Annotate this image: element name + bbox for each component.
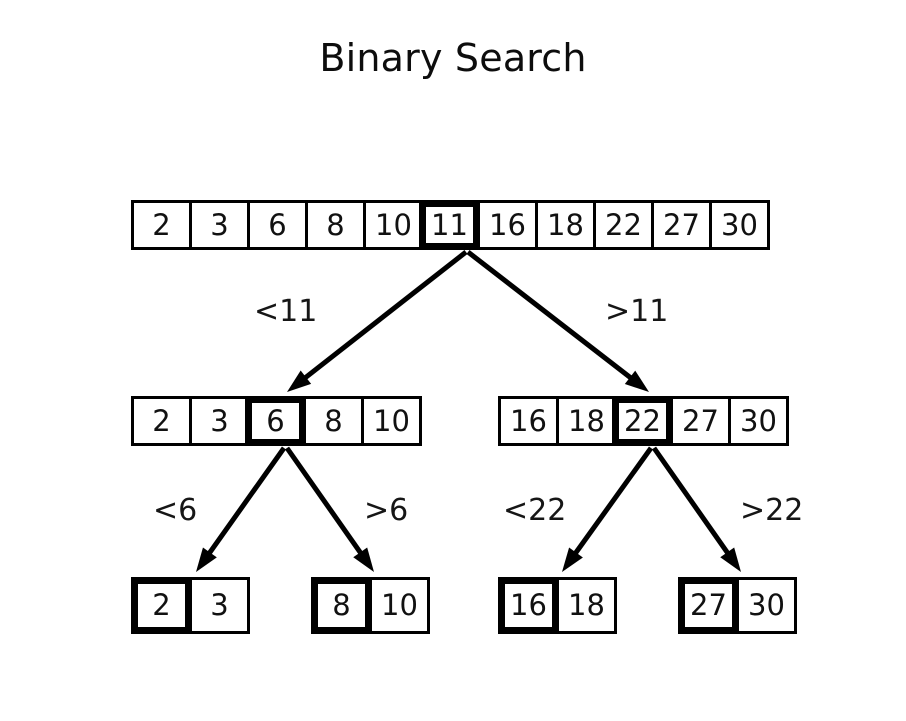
- array-cell[interactable]: 18: [556, 396, 617, 446]
- array-cell[interactable]: 3: [189, 396, 250, 446]
- array-cell[interactable]: 10: [361, 396, 422, 446]
- array-cell[interactable]: 2: [131, 200, 192, 250]
- array-cell[interactable]: 30: [736, 577, 797, 634]
- array-cell[interactable]: 10: [363, 200, 424, 250]
- arrowhead-edge-right-gt: [720, 547, 741, 572]
- edge-label-edge-right-gt: >22: [740, 493, 804, 528]
- array-cell[interactable]: 30: [709, 200, 770, 250]
- arrowhead-edge-root-left: [287, 370, 312, 392]
- edge-line-edge-left-gt: [284, 446, 366, 559]
- edge-line-edge-right-gt: [651, 446, 733, 559]
- array-cell-pivot[interactable]: 16: [498, 577, 559, 634]
- array-cell-pivot[interactable]: 6: [245, 396, 306, 446]
- array-cell[interactable]: 6: [247, 200, 308, 250]
- edge-label-edge-right-lt: <22: [503, 493, 567, 528]
- edge-label-edge-root-right: >11: [605, 294, 669, 329]
- array-cell[interactable]: 3: [189, 577, 250, 634]
- arrowhead-edge-left-gt: [353, 547, 374, 572]
- array-cell[interactable]: 30: [728, 396, 789, 446]
- array-cell-pivot[interactable]: 2: [131, 577, 192, 634]
- array-cell[interactable]: 18: [535, 200, 596, 250]
- array-cell-pivot[interactable]: 22: [612, 396, 673, 446]
- arrowhead-edge-left-lt: [196, 547, 217, 572]
- edge-label-edge-root-left: <11: [254, 294, 318, 329]
- edge-line-edge-left-lt: [204, 446, 287, 559]
- array-cell-pivot[interactable]: 11: [419, 200, 480, 250]
- array-cell[interactable]: 16: [477, 200, 538, 250]
- edge-label-edge-left-lt: <6: [153, 493, 198, 528]
- array-cell[interactable]: 2: [131, 396, 192, 446]
- array-cell[interactable]: 18: [556, 577, 617, 634]
- edge-label-edge-left-gt: >6: [364, 493, 409, 528]
- edge-line-edge-root-left: [299, 250, 468, 383]
- arrowhead-edge-right-lt: [562, 547, 583, 572]
- array-cell[interactable]: 10: [369, 577, 430, 634]
- edge-line-edge-right-lt: [570, 446, 654, 559]
- array-cell[interactable]: 8: [303, 396, 364, 446]
- array-cell[interactable]: 22: [593, 200, 654, 250]
- array-cell-pivot[interactable]: 8: [311, 577, 372, 634]
- array-cell[interactable]: 8: [305, 200, 366, 250]
- page-title: Binary Search: [319, 36, 587, 80]
- array-cell-pivot[interactable]: 27: [678, 577, 739, 634]
- array-cell[interactable]: 27: [651, 200, 712, 250]
- array-cell[interactable]: 3: [189, 200, 250, 250]
- array-cell[interactable]: 16: [498, 396, 559, 446]
- arrowhead-edge-root-right: [624, 370, 649, 392]
- array-cell[interactable]: 27: [670, 396, 731, 446]
